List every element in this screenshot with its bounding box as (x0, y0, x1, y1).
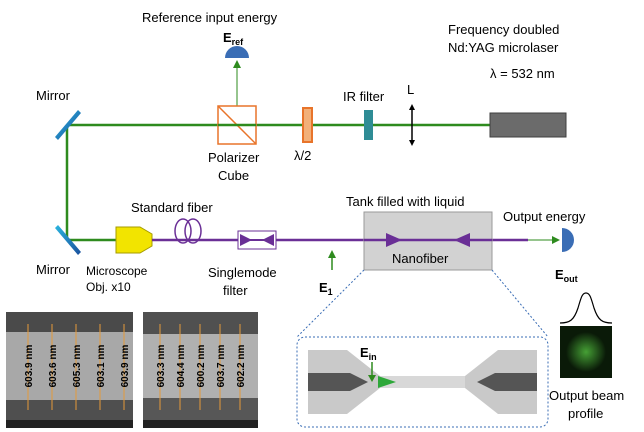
half-wave-plate (302, 107, 313, 143)
e-ref-label: Eref (223, 30, 244, 47)
sem-measurement-label: 600.2 nm (196, 344, 207, 387)
zoom-line-right (491, 269, 549, 338)
sem-right-labels: 603.3 nm 604.4 nm 600.2 nm 603.7 nm 602.2 nm (156, 324, 247, 410)
zoom-line-left (296, 269, 365, 338)
sem-measurement-label: 603.6 nm (48, 344, 59, 387)
wavelength-label: λ = 532 nm (490, 66, 555, 81)
sem-measurement-label: 605.3 nm (72, 344, 83, 387)
output-detector (562, 228, 574, 252)
sem-left-fiber (6, 332, 133, 400)
inset-waist (380, 376, 465, 388)
microscope-label-line2: Obj. x10 (86, 280, 131, 294)
beam-profile-curve (559, 292, 613, 324)
lens-arrow-bottom-icon (409, 140, 415, 146)
beam-spot (566, 332, 606, 372)
beam-profile-label-line1: Output beam (549, 388, 624, 403)
sem-image-left (6, 312, 133, 428)
standard-fiber-label: Standard fiber (131, 200, 213, 215)
singlemode-label-line1: Singlemode (208, 265, 277, 280)
sem-measurement-label: 603.9 nm (24, 344, 35, 387)
sem-left-scalebar (6, 420, 133, 428)
e-in-arrow-head-icon (368, 375, 376, 382)
sem-measurement-label: 603.7 nm (216, 344, 227, 387)
nanofiber-label: Nanofiber (392, 251, 449, 266)
nanofiber-taper-left-icon (386, 233, 402, 247)
mirror-bottom (55, 225, 81, 255)
nanofiber-inset (296, 336, 549, 428)
sem-left-band-top (6, 312, 133, 332)
sem-measurement-label: 603.1 nm (96, 344, 107, 387)
polarizer-label-line2: Cube (218, 168, 249, 183)
mirror-top-label: Mirror (36, 88, 71, 103)
e1-arrow-head-icon (328, 250, 336, 258)
sem-right-scalebar (143, 420, 258, 428)
polarizer-label-line1: Polarizer (208, 150, 260, 165)
inset-light-arrow-icon (378, 376, 396, 388)
inset-core-left (308, 373, 368, 391)
sem-measurement-label: 603.3 nm (156, 344, 167, 387)
lens-arrow-top-icon (409, 104, 415, 110)
beam-profile-label-line2: profile (568, 406, 603, 421)
sem-measurement-label: 603.9 nm (120, 344, 131, 387)
nanofiber-taper-right-icon (454, 233, 470, 247)
laser-source (489, 112, 567, 138)
output-energy-label: Output energy (503, 209, 586, 224)
mirror-top (55, 110, 81, 140)
sem-measurement-label: 604.4 nm (176, 344, 187, 387)
ir-filter (364, 110, 373, 140)
singlemode-label-line2: filter (223, 283, 248, 298)
reference-energy-label: Reference input energy (142, 10, 278, 25)
inset-core-right (477, 373, 537, 391)
microscope-label-line1: Microscope (86, 264, 148, 278)
e-out-label: Eout (555, 267, 578, 284)
ir-filter-label: IR filter (343, 89, 385, 104)
microscope-objective (115, 226, 153, 254)
laser-label-line2: Nd:YAG microlaser (448, 40, 559, 55)
sem-measurement-label: 602.2 nm (236, 344, 247, 387)
fiber-loop-1 (174, 218, 192, 244)
reference-arrow (233, 60, 241, 68)
reference-detector (225, 46, 249, 58)
mirror-bottom-label: Mirror (36, 262, 71, 277)
e-in-label: Ein (360, 345, 377, 362)
output-arrow-icon (552, 236, 560, 244)
half-wave-label: λ/2 (294, 148, 311, 163)
tank-label: Tank filled with liquid (346, 194, 465, 209)
laser-label-line1: Frequency doubled (448, 22, 559, 37)
sem-left-labels: 603.9 nm 603.6 nm 605.3 nm 603.1 nm 603.9 nm (24, 324, 131, 410)
lens-label: L (407, 82, 414, 97)
sem-right-band-top (143, 312, 258, 334)
e1-label: E1 (319, 280, 333, 297)
fiber-loop-2 (184, 218, 202, 244)
